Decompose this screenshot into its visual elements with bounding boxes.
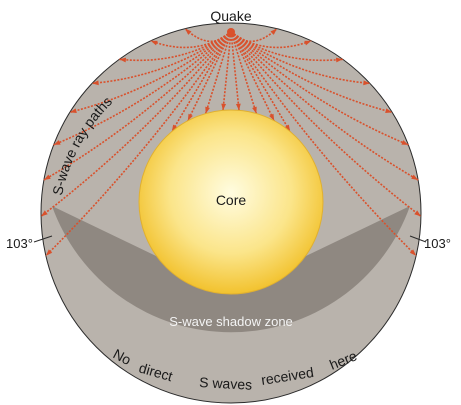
ray-arrowhead-7 <box>43 174 51 181</box>
ray-paths <box>40 28 422 257</box>
ray-path-6 <box>53 31 232 146</box>
core-ray-arrowhead-24 <box>252 106 257 114</box>
ray-path-8 <box>40 31 232 217</box>
core-ray-23 <box>230 31 240 111</box>
ray-arrowhead-13 <box>363 80 370 86</box>
core-ray-arrowhead-25 <box>269 113 275 121</box>
ray-arrowhead-16 <box>411 174 419 181</box>
left-103-tick <box>33 235 53 243</box>
core-ray-24 <box>230 31 258 114</box>
right-103-tick <box>409 235 427 243</box>
ray-arrowhead-10 <box>270 28 277 35</box>
ray-path-9 <box>45 31 232 257</box>
core-ray-arrowhead-20 <box>187 113 193 121</box>
core-ray-19 <box>171 31 232 132</box>
core-ray-arrowhead-21 <box>205 106 210 114</box>
ray-path-16 <box>230 31 419 181</box>
shadow-zone-label: S-wave shadow zone <box>169 314 293 329</box>
bottom-word-1: No <box>111 346 135 369</box>
core-ray-arrowhead-22 <box>221 103 227 111</box>
core-ray-26 <box>230 31 291 132</box>
ray-arrowhead-1 <box>185 28 192 35</box>
ray-path-18 <box>230 31 417 257</box>
quake-star-icon <box>227 28 235 36</box>
ray-arrowhead-17 <box>414 210 421 217</box>
core-ray-25 <box>230 31 275 122</box>
ray-path-14 <box>230 31 393 114</box>
ray-path-15 <box>230 31 409 146</box>
ray-path-5 <box>69 31 232 114</box>
ray-arrowhead-12 <box>335 57 343 63</box>
ray-arrowhead-15 <box>401 140 409 145</box>
angle-left-label: 103° <box>6 236 33 251</box>
ray-arrowhead-18 <box>409 249 417 256</box>
ray-path-13 <box>230 31 371 85</box>
bottom-word-3: S waves <box>199 374 253 393</box>
ray-arrowhead-14 <box>385 108 393 113</box>
core-label: Core <box>216 192 247 208</box>
ray-arrowhead-3 <box>119 57 127 63</box>
core-ray-arrowhead-23 <box>235 103 241 111</box>
ray-arrowhead-9 <box>45 249 53 256</box>
ray-path-17 <box>230 31 422 217</box>
ray-path-4 <box>91 31 232 85</box>
ray-arrowhead-5 <box>69 108 77 113</box>
core-circle <box>138 109 324 295</box>
ray-arrowhead-4 <box>92 80 99 86</box>
quake-label: Quake <box>210 8 251 24</box>
ray-arrowhead-11 <box>304 40 312 46</box>
core-ray-20 <box>187 31 232 122</box>
ray-arrowhead-6 <box>53 140 61 145</box>
shadow-zone <box>52 206 410 333</box>
core-ray-21 <box>204 31 232 114</box>
ray-arrowhead-2 <box>150 40 158 46</box>
core-ray-22 <box>222 31 232 111</box>
ray-arrowhead-8 <box>41 210 48 217</box>
angle-right-label: 103° <box>424 236 451 251</box>
ray-path-7 <box>43 31 232 181</box>
